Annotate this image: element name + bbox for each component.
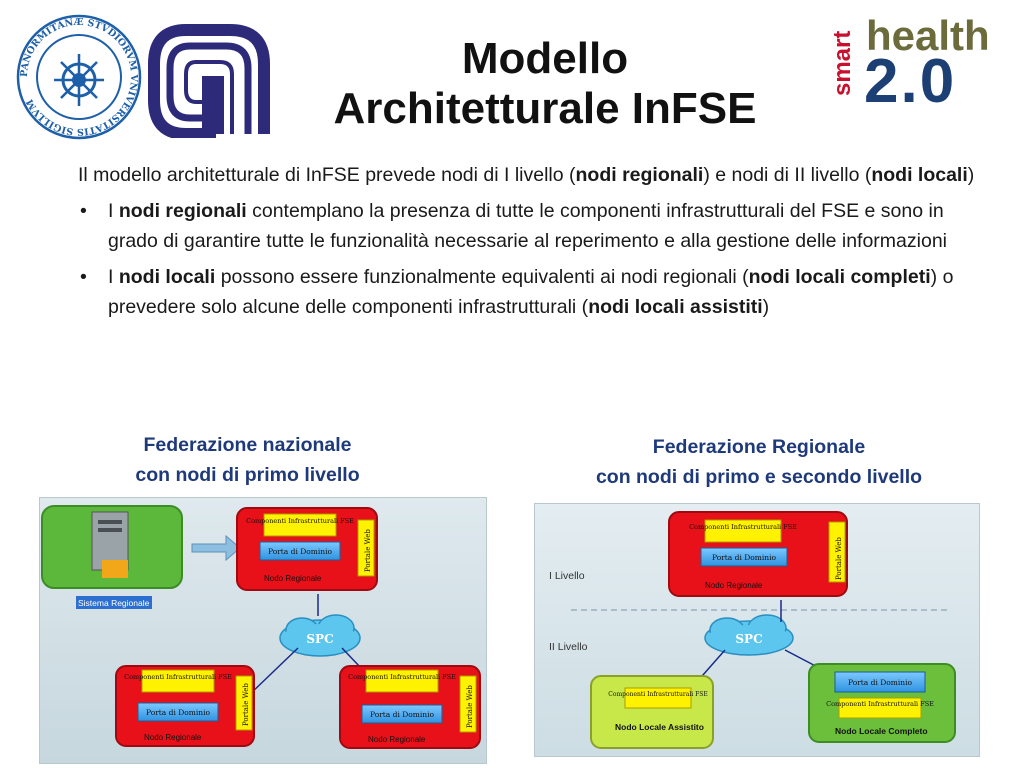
portale-label: Portale Web [242, 683, 250, 726]
componenti-label: Componenti Infrastrutturali FSE [124, 673, 232, 681]
portale-box [235, 675, 253, 731]
portale-label: Portale Web [466, 685, 474, 728]
smart-health-logo-health: health [866, 12, 990, 59]
componenti-label: Componenti Infrastrutturali FSE [348, 673, 456, 681]
level-2-label: II Livello [549, 641, 588, 653]
bullet-list: • I nodi regionali contemplano la presenz… [78, 196, 978, 322]
porta-label: Porta di Dominio [848, 678, 913, 687]
intro-text-3: ) [967, 164, 975, 186]
bullet1-text-1: I [108, 200, 119, 222]
connector-line [247, 647, 299, 697]
componenti-box [838, 697, 922, 719]
bullet-item-regionali: • I nodi regionali contemplano la presenz… [78, 196, 978, 256]
porta-label: Porta di Dominio [268, 547, 333, 556]
nodo-label: Nodo Regionale [368, 735, 426, 744]
spc-cloud [279, 614, 361, 657]
bullet2-text-1: I [108, 266, 119, 288]
portale-box [459, 675, 477, 733]
componenti-label: Componenti Infrastrutturali FSE [689, 523, 797, 531]
nodo-label: Nodo Regionale [144, 733, 202, 742]
bullet-dot: • [80, 200, 87, 222]
nodo-label: Nodo Regionale [705, 581, 763, 590]
componenti-box [263, 513, 337, 537]
caption-federazione-regionale: Federazione Regionale con nodi di primo … [534, 432, 984, 492]
porta-label: Porta di Dominio [712, 553, 777, 562]
bullet2-bold-1: nodi locali [118, 266, 216, 288]
portale-box [828, 521, 846, 583]
porta-label: Porta di Dominio [370, 710, 435, 719]
bullet1-text-2: contemplano la presenza di tutte le comp… [108, 200, 947, 252]
porta-box [361, 704, 443, 724]
componenti-box [141, 669, 215, 693]
caption-left-line-1: Federazione nazionale [143, 434, 352, 456]
bullet-item-locali: • I nodi locali possono essere funzionalm… [78, 262, 978, 322]
intro-paragraph: Il modello architetturale di InFSE preve… [78, 160, 978, 190]
bullet1-bold-1: nodi regionali [118, 200, 247, 222]
spc-cloud [704, 614, 794, 656]
smart-health-logo-version: 2.0 [864, 47, 957, 116]
smart-health-logo-smart: smart [829, 30, 856, 96]
slide-title: Modello Architetturale InFSE [290, 34, 800, 134]
intro-bold-2: nodi locali [871, 164, 968, 186]
caption-right-line-1: Federazione Regionale [652, 436, 866, 458]
caption-right-line-2: con nodi di primo e secondo livello [595, 466, 923, 488]
componenti-label: Componenti Infrastrutturali FSE [826, 700, 934, 708]
intro-text-2: ) e nodi di II livello ( [703, 164, 872, 186]
componenti-box [624, 687, 692, 709]
slide-body: Il modello architetturale di InFSE preve… [78, 160, 978, 328]
componenti-box [365, 669, 439, 693]
caption-federazione-nazionale: Federazione nazionale con nodi di primo … [40, 430, 455, 490]
title-line-2: Architetturale InFSE [333, 84, 757, 133]
caption-left-line-2: con nodi di primo livello [135, 464, 360, 486]
university-seal-logo: PANORMITANÆ STVDIORVM VNIVERSITATIS SIGI… [16, 14, 142, 140]
porta-label: Porta di Dominio [146, 708, 211, 717]
arrow-right-icon [191, 534, 241, 562]
diagram-federazione-regionale: I Livello II Livello Componenti Infrastr… [534, 503, 980, 757]
portale-label: Portale Web [364, 529, 372, 572]
bullet2-text-4: ) [762, 296, 770, 318]
spc-label: SPC [735, 632, 762, 646]
assistito-label: Nodo Locale Assistito [615, 722, 704, 732]
bullet2-text-3: ) o prevedere solo alcune delle componen… [108, 266, 954, 318]
componenti-box [704, 519, 782, 543]
portale-box [357, 519, 375, 577]
porta-box [834, 671, 926, 693]
sistema-regionale-label: Sistema Regionale [78, 598, 150, 608]
completo-label: Nodo Locale Completo [835, 726, 928, 736]
bullet-dot: • [80, 266, 87, 288]
porta-box [137, 702, 219, 722]
sistema-regionale-label-bg [76, 596, 152, 609]
level-1-label: I Livello [549, 570, 585, 582]
cnr-logo [148, 24, 270, 138]
title-line-1: Modello [461, 34, 629, 83]
componenti-label: Componenti Infrastrutturali FSE [246, 517, 354, 525]
componenti-label: Componenti Infrastrutturali FSE [608, 691, 708, 698]
porta-box [700, 547, 788, 567]
intro-text-1: Il modello architetturale di InFSE preve… [78, 164, 576, 186]
bullet2-bold-3: nodi locali assistiti [588, 296, 763, 318]
diagram-federazione-nazionale: Sistema Regionale Componenti Infrastrutt… [39, 497, 487, 764]
spc-label: SPC [306, 632, 333, 646]
intro-bold-1: nodi regionali [575, 164, 704, 186]
bullet2-bold-2: nodi locali completi [748, 266, 931, 288]
porta-box [259, 541, 341, 561]
portale-label: Portale Web [835, 537, 843, 580]
bullet2-text-2: possono essere funzionalmente equivalent… [215, 266, 749, 288]
nodo-label: Nodo Regionale [264, 574, 322, 583]
nodo-locale-assistito [590, 675, 714, 749]
